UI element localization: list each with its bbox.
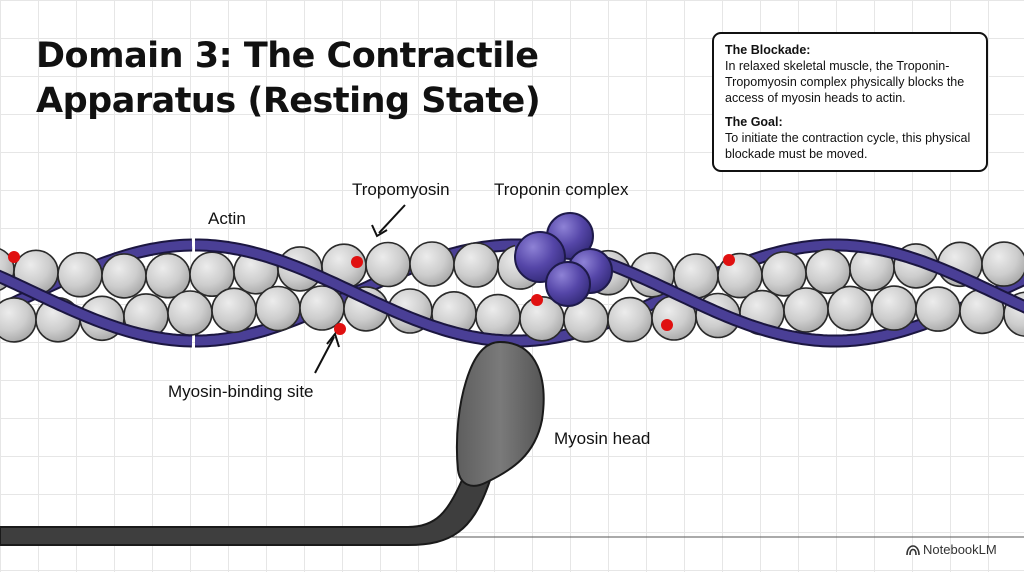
actin-monomer: [915, 286, 961, 332]
actin-monomer: [57, 251, 103, 298]
brand-name: NotebookLM: [923, 542, 997, 557]
actin-monomer: [145, 252, 191, 299]
tropomyosin-strand: [0, 271, 193, 346]
actin-monomer: [409, 241, 455, 287]
troponin-complex: [514, 212, 613, 307]
actin-filament: [0, 241, 1024, 343]
myosin-tail: [0, 451, 502, 546]
actin-monomer: [101, 253, 147, 299]
goal-heading: The Goal:: [725, 115, 783, 129]
actin-monomer: [299, 285, 345, 331]
actin-monomer: [365, 241, 411, 288]
myosin-molecule: [0, 340, 545, 546]
binding-site-arrow: [314, 336, 335, 374]
tropomyosin-strand: [835, 240, 1024, 312]
myosin-binding-site: [723, 254, 735, 266]
tropomyosin-label: Tropomyosin: [352, 180, 450, 199]
tropomyosin-arrow: [378, 204, 406, 234]
actin-monomer: [211, 287, 257, 334]
actin-monomer: [453, 242, 499, 288]
label-arrows: [314, 204, 406, 374]
myosin-binding-site: [531, 294, 543, 306]
notebooklm-logo-icon: [906, 545, 920, 556]
blockade-text: In relaxed skeletal muscle, the Troponin…: [725, 59, 965, 105]
tropomyosin-strand: [195, 240, 515, 346]
actin-monomer: [827, 285, 873, 332]
myosin-head: [455, 340, 545, 487]
myosin-binding-site: [334, 323, 346, 335]
title-line-2: Apparatus (Resting State): [36, 81, 541, 121]
myosin-binding-site: [661, 319, 673, 331]
blockade-heading: The Blockade:: [725, 43, 811, 57]
arrowhead-icon: [326, 331, 340, 348]
actin-monomer: [981, 241, 1024, 287]
troponin-subunit: [545, 261, 591, 307]
binding-site-label: Myosin-binding site: [168, 382, 314, 401]
myosin-head-label: Myosin head: [554, 429, 651, 448]
page-title: Domain 3: The Contractile Apparatus (Res…: [36, 34, 541, 124]
actin-monomer: [167, 290, 213, 336]
myosin-binding-site: [351, 256, 363, 268]
branding: NotebookLM: [906, 542, 997, 558]
troponin-label: Troponin complex: [494, 180, 629, 199]
myosin-binding-site: [8, 251, 20, 263]
actin-monomer: [255, 285, 301, 332]
binding-sites: [8, 251, 735, 335]
actin-monomer: [607, 296, 653, 343]
goal-text: To initiate the contraction cycle, this …: [725, 131, 971, 161]
actin-monomer: [0, 297, 37, 343]
actin-monomer: [783, 287, 829, 333]
info-box: The Blockade: In relaxed skeletal muscle…: [712, 32, 988, 172]
actin-label: Actin: [208, 209, 246, 228]
title-line-1: Domain 3: The Contractile: [36, 36, 539, 76]
arrowhead-icon: [371, 224, 388, 238]
actin-monomer: [475, 293, 521, 340]
actin-monomer: [871, 285, 917, 331]
